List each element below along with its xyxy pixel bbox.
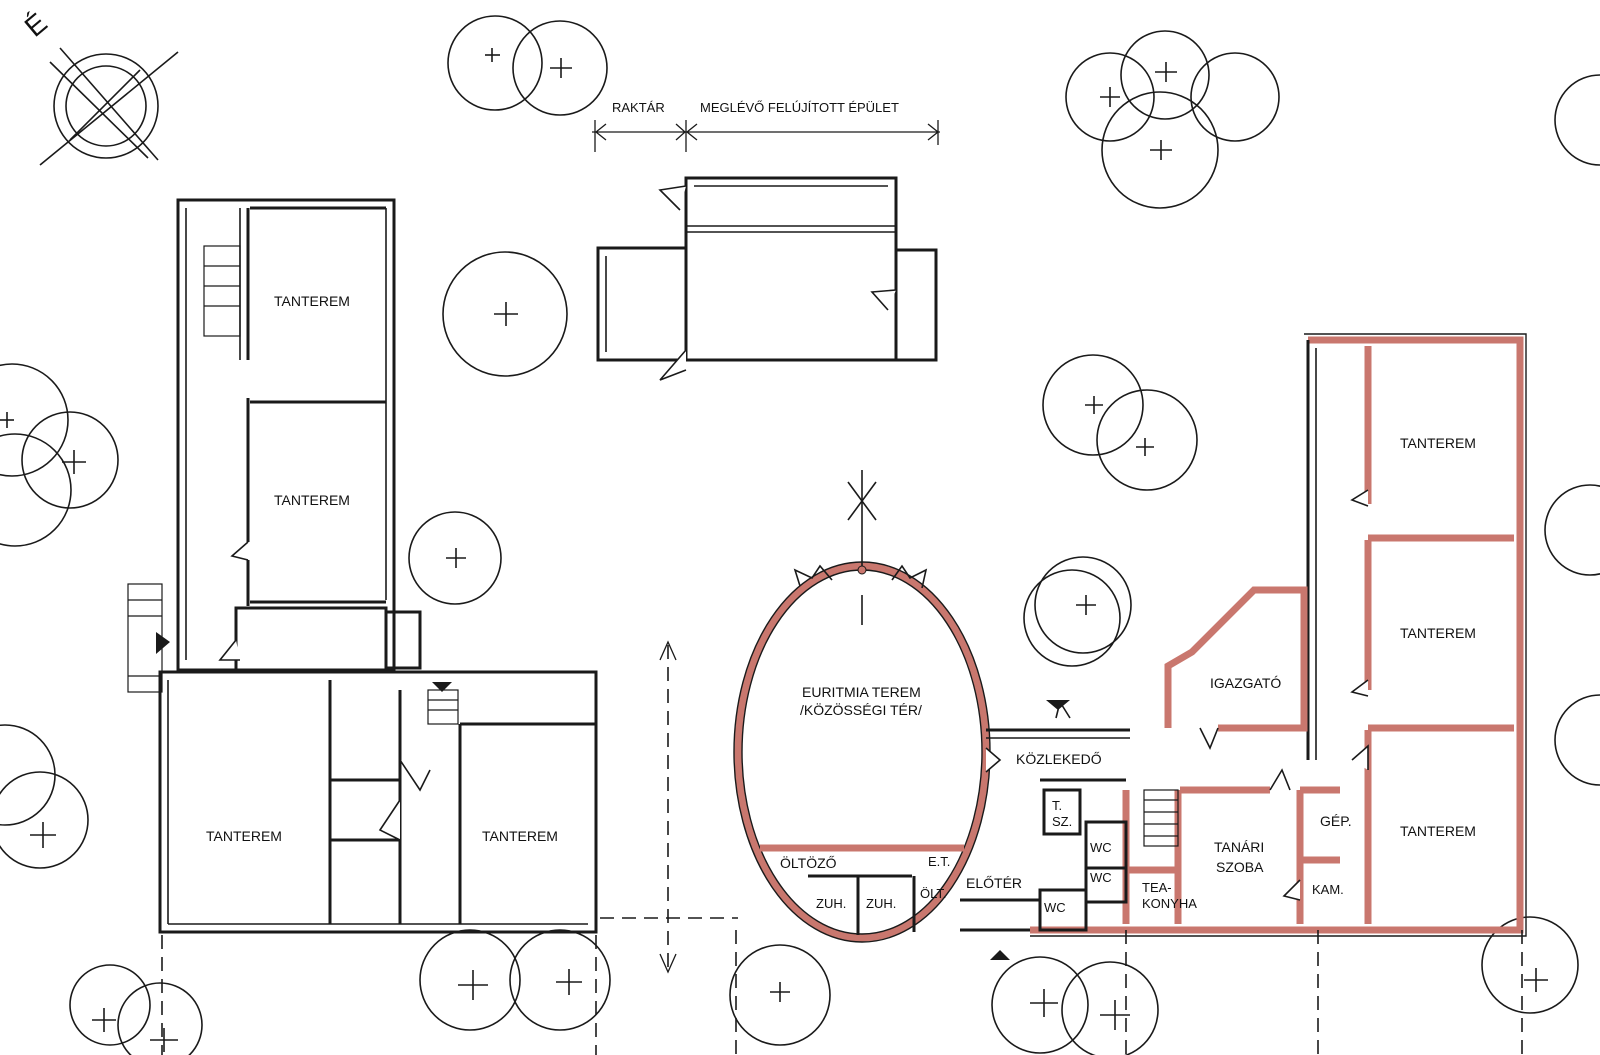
room-right-classroom-1: TANTEREM: [1400, 435, 1476, 451]
room-left-classroom-2: TANTEREM: [274, 492, 350, 508]
entrance-arrow-corridor: [1046, 700, 1070, 710]
tree-center-marks: [0, 48, 1548, 1052]
room-right-classroom-2: TANTEREM: [1400, 625, 1476, 641]
north-compass-icon: [39, 47, 179, 166]
trees: [0, 15, 1600, 1055]
room-left-classroom-1: TANTEREM: [274, 293, 350, 309]
room-staff-line2: SZOBA: [1216, 859, 1264, 875]
room-right-classroom-3: TANTEREM: [1400, 823, 1476, 839]
room-wc-1: WC: [1090, 840, 1112, 855]
room-machine: GÉP.: [1320, 813, 1352, 829]
room-lobby: ELŐTÉR: [966, 875, 1022, 891]
room-left-classroom-4: TANTEREM: [482, 828, 558, 844]
room-principal: IGAZGATÓ: [1210, 675, 1281, 691]
left-school-building: [127, 198, 598, 934]
dimension-line-existing-building: [592, 120, 940, 152]
room-staff-line1: TANÁRI: [1214, 839, 1264, 855]
north-label: É: [19, 7, 53, 43]
room-tea-line1: TEA-: [1142, 880, 1172, 895]
label-raktar: RAKTÁR: [612, 100, 665, 115]
room-changing-small: ÖLT.: [920, 886, 947, 901]
room-tea-line2: KONYHA: [1142, 896, 1197, 911]
room-wc-2: WC: [1090, 870, 1112, 885]
room-shower-2: ZUH.: [866, 896, 896, 911]
existing-renovated-building: [596, 176, 938, 381]
room-eurythmy-line1: EURITMIA TEREM: [802, 684, 921, 700]
entrance-arrow-lobby: [990, 950, 1010, 960]
room-changing: ÖLTÖZŐ: [780, 854, 837, 871]
room-t-line1: T.: [1052, 798, 1062, 813]
room-et: E.T.: [928, 854, 950, 869]
room-shower-1: ZUH.: [816, 896, 846, 911]
room-pantry: KAM.: [1312, 882, 1344, 897]
label-existing-building: MEGLÉVŐ FELÚJÍTOTT ÉPÜLET: [700, 100, 899, 115]
room-t-line2: SZ.: [1052, 814, 1072, 829]
room-eurythmy-line2: /KÖZÖSSÉGI TÉR/: [800, 701, 922, 718]
new-extension: [960, 333, 1527, 937]
entrance-arrow-south: [432, 682, 452, 692]
room-wc-3: WC: [1044, 900, 1066, 915]
room-left-classroom-3: TANTEREM: [206, 828, 282, 844]
room-corridor: KÖZLEKEDŐ: [1016, 750, 1102, 767]
entrance-arrow-left: [156, 632, 170, 654]
